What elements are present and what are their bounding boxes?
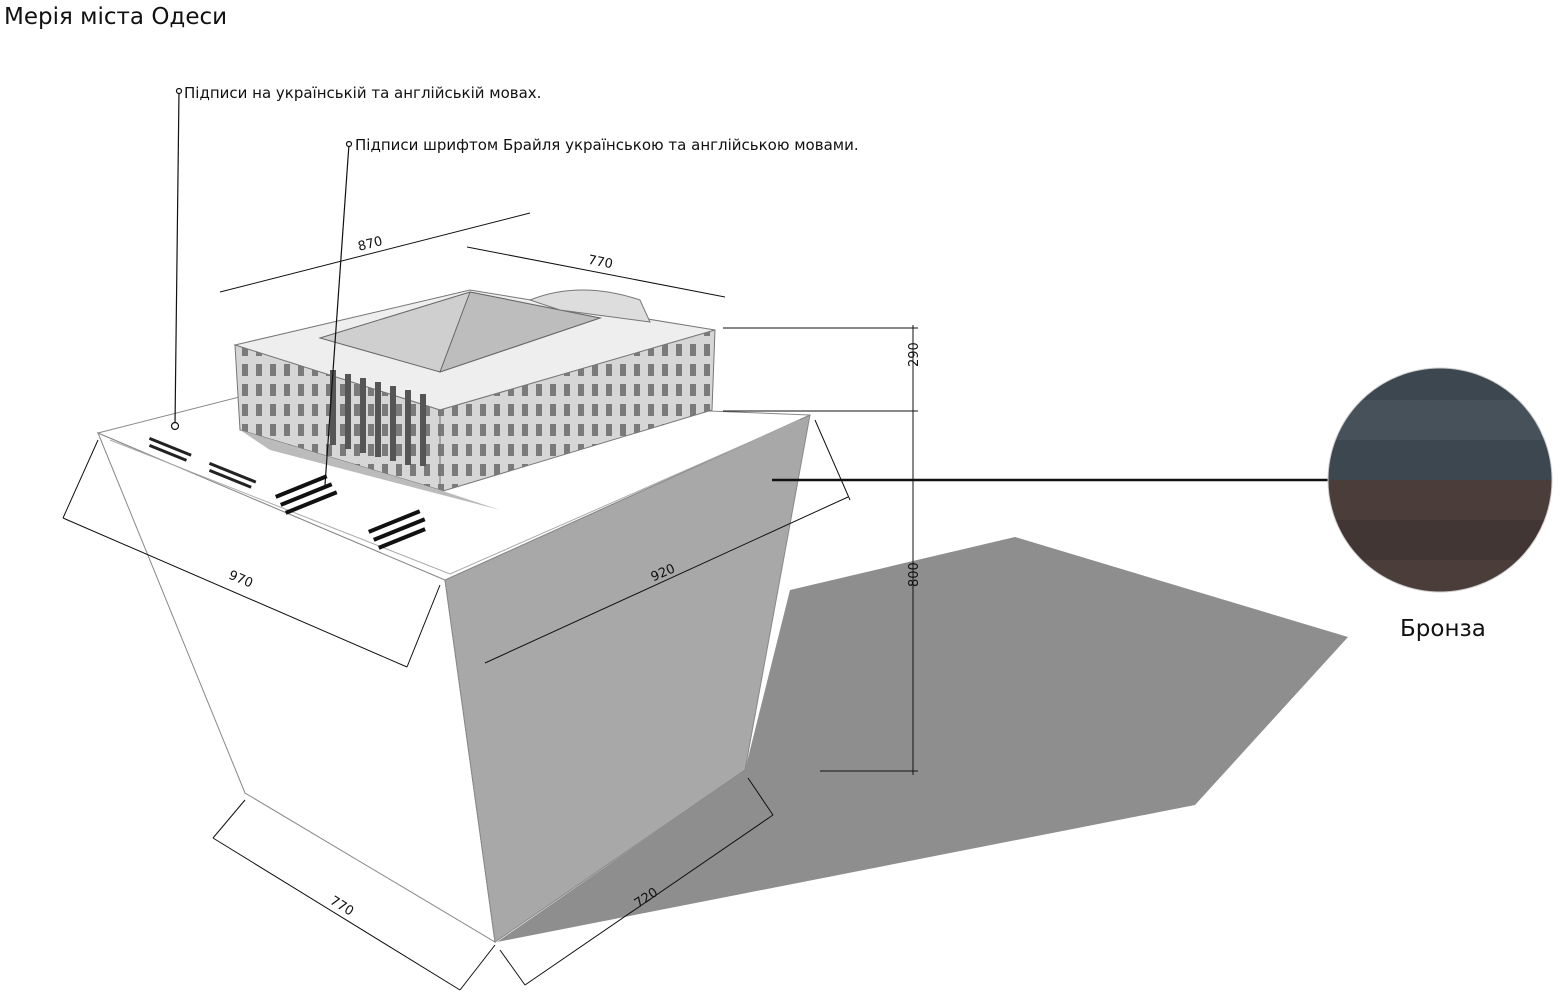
shadow [497, 537, 1348, 942]
building-model [233, 289, 716, 510]
note-braille: Підписи шрифтом Брайля українською та ан… [355, 136, 859, 154]
note-languages: Підписи на українській та англійській мо… [184, 84, 542, 102]
dim-top-width: 770 [587, 253, 614, 272]
braille-plates [275, 474, 426, 550]
page-title: Мерія міста Одеси [4, 4, 228, 30]
dim-bottom-length: 770 [327, 894, 356, 920]
dim-pedestal-height: 800 [907, 562, 922, 587]
dim-top-length: 870 [356, 234, 384, 255]
material-label: Бронза [1400, 616, 1486, 642]
dim-model-height: 290 [907, 342, 922, 367]
bronze-swatch [1328, 368, 1552, 592]
text-plates [148, 437, 257, 489]
